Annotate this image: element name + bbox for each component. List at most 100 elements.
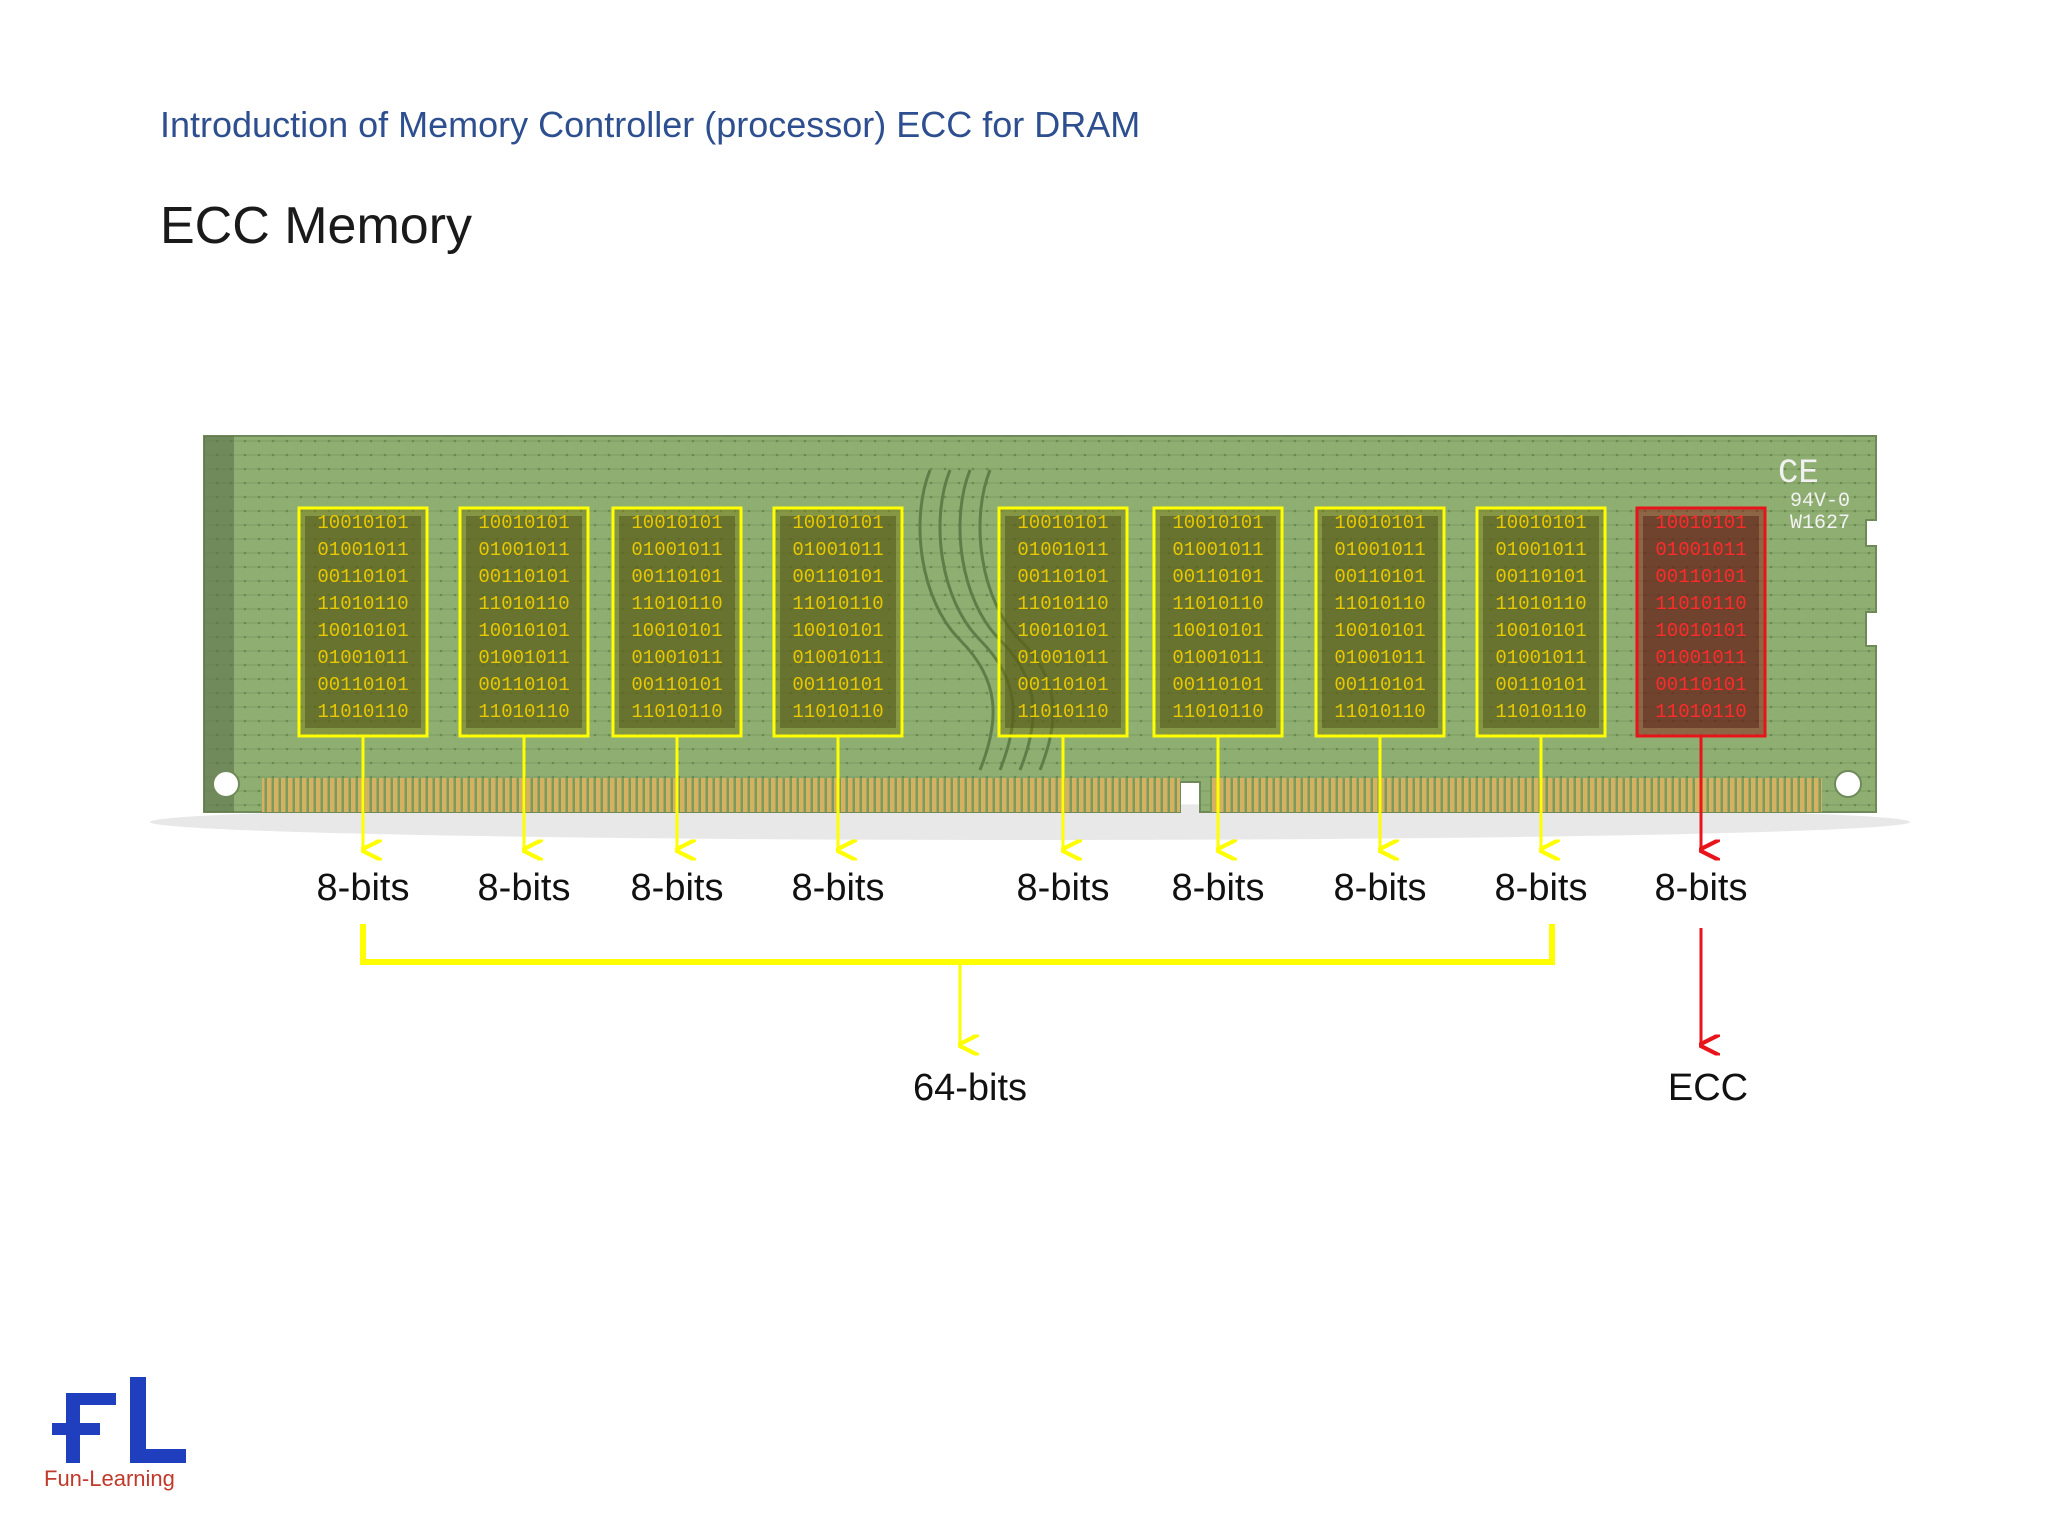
data-chip-highlight <box>458 506 590 738</box>
pin-row-right <box>1210 778 1822 812</box>
data-chip-highlight <box>1152 506 1284 738</box>
chip-bit-row: 11010110 <box>1334 701 1425 723</box>
chip-bit-row: 11010110 <box>1172 593 1263 615</box>
chip-bit-row: 00110101 <box>317 566 408 588</box>
chip-bit-row: 11010110 <box>1495 593 1586 615</box>
chip-bit-row: 01001011 <box>317 539 408 561</box>
chip-bit-row: 10010101 <box>631 512 722 534</box>
chip-bit-row: 01001011 <box>631 539 722 561</box>
chip-bit-row: 01001011 <box>1495 647 1586 669</box>
memory-chip-5: 10010101 01001011 00110101 11010110 10010101… <box>997 506 1129 738</box>
chip-bit-row: 10010101 <box>1495 620 1586 642</box>
data-bracket <box>360 924 1555 965</box>
chip-bit-row: 01001011 <box>792 647 883 669</box>
memory-chip-2: 10010101 01001011 00110101 11010110 10010101… <box>458 506 590 738</box>
chip-bit-row: 01001011 <box>478 647 569 669</box>
rating-mark: 94V-0 <box>1790 490 1850 513</box>
chip-bit-row: 01001011 <box>1017 539 1108 561</box>
chip-width-label: 8-bits <box>631 867 724 909</box>
chip-bit-row: 00110101 <box>1017 566 1108 588</box>
chip-bit-row: 10010101 <box>478 620 569 642</box>
chip-bit-row: 00110101 <box>1655 674 1746 696</box>
logo-l-stem <box>130 1377 146 1463</box>
chip-bit-row: 11010110 <box>478 701 569 723</box>
chip-bit-row: 10010101 <box>478 512 569 534</box>
data-chip-highlight <box>997 506 1129 738</box>
logo-l-foot <box>130 1449 186 1463</box>
chip-bit-row: 01001011 <box>1334 539 1425 561</box>
mount-hole-right <box>1834 770 1862 798</box>
chip-bit-row: 10010101 <box>317 512 408 534</box>
chip-width-label: 8-bits <box>1495 867 1588 909</box>
chip-bit-row: 01001011 <box>1495 539 1586 561</box>
chip-bit-row: 01001011 <box>631 647 722 669</box>
chip-width-label: 8-bits <box>478 867 571 909</box>
chip-package <box>780 516 896 728</box>
chip-package <box>619 516 735 728</box>
chip-bit-row: 10010101 <box>1495 512 1586 534</box>
chip-package <box>1160 516 1276 728</box>
chip-width-label: 8-bits <box>1017 867 1110 909</box>
chip-bit-row: 10010101 <box>1172 512 1263 534</box>
mount-hole-left <box>212 770 240 798</box>
chip-bit-row: 11010110 <box>1017 593 1108 615</box>
chip-bit-row: 10010101 <box>1655 620 1746 642</box>
chip-bit-row: 00110101 <box>478 566 569 588</box>
data-chip-highlight <box>1314 506 1446 738</box>
chip-width-label: 8-bits <box>317 867 410 909</box>
pcb-edge-strip <box>204 436 234 812</box>
chip-bit-row: 00110101 <box>317 674 408 696</box>
bit-connectors: 8-bits 8-bits 8-bits 8-bits 8-bits 8-bits 8-bi… <box>317 736 1747 909</box>
chip-bit-row: 11010110 <box>478 593 569 615</box>
chip-bit-row: 00110101 <box>1495 674 1586 696</box>
chip-bit-row: 10010101 <box>792 620 883 642</box>
chip-bit-row: 11010110 <box>317 701 408 723</box>
chip-bit-row: 01001011 <box>1172 647 1263 669</box>
ecc-chip-highlight <box>1635 506 1767 738</box>
chip-package <box>1322 516 1438 728</box>
chip-bit-row: 10010101 <box>1172 620 1263 642</box>
chip-bit-row: 01001011 <box>1655 539 1746 561</box>
memory-chips: 10010101 01001011 00110101 11010110 10010101… <box>297 506 1767 738</box>
chip-width-label: 8-bits <box>1334 867 1427 909</box>
data-width-label: 64-bits <box>913 1067 1027 1109</box>
ecc-label: ECC <box>1668 1067 1748 1109</box>
chip-bit-row: 11010110 <box>631 701 722 723</box>
chip-bit-row: 11010110 <box>1655 701 1746 723</box>
chip-bit-row: 10010101 <box>1655 512 1746 534</box>
chip-bit-row: 11010110 <box>1172 701 1263 723</box>
chip-width-label: 8-bits <box>792 867 885 909</box>
chip-bit-row: 11010110 <box>1334 593 1425 615</box>
chip-bit-row: 01001011 <box>1334 647 1425 669</box>
chip-bit-row: 11010110 <box>631 593 722 615</box>
chip-bit-row: 10010101 <box>1017 512 1108 534</box>
chip-package <box>305 516 421 728</box>
data-chip-highlight <box>297 506 429 738</box>
chip-bit-row: 00110101 <box>1334 674 1425 696</box>
chip-bit-row: 10010101 <box>1334 512 1425 534</box>
chip-bit-row: 00110101 <box>1017 674 1108 696</box>
chip-width-label: 8-bits <box>1172 867 1265 909</box>
chip-package <box>1005 516 1121 728</box>
fun-learning-logo <box>52 1377 186 1463</box>
board-markings: CE 94V-0 W1627 <box>1778 455 1850 535</box>
chip-bit-row: 10010101 <box>1017 620 1108 642</box>
chip-bit-row: 11010110 <box>1655 593 1746 615</box>
chip-bit-row: 00110101 <box>631 566 722 588</box>
logo-f-bar-mid <box>52 1423 100 1435</box>
chip-bit-row: 01001011 <box>792 539 883 561</box>
chip-bit-row: 11010110 <box>792 701 883 723</box>
memory-chip-4: 1001010101001011001101011101011010010101… <box>772 506 904 738</box>
chip-bit-row: 01001011 <box>1172 539 1263 561</box>
part-mark: W1627 <box>1790 512 1850 535</box>
chip-bit-row: 00110101 <box>1495 566 1586 588</box>
chip-bit-row: 01001011 <box>478 539 569 561</box>
chip-bit-row: 00110101 <box>1172 674 1263 696</box>
chip-bit-row: 01001011 <box>1017 647 1108 669</box>
slide-title: ECC Memory <box>160 197 473 255</box>
memory-chip-6: 10010101 01001011 00110101 11010110 10010101… <box>1152 506 1284 738</box>
chip-bit-row: 00110101 <box>1655 566 1746 588</box>
chip-bit-row: 00110101 <box>792 674 883 696</box>
chip-package <box>466 516 582 728</box>
